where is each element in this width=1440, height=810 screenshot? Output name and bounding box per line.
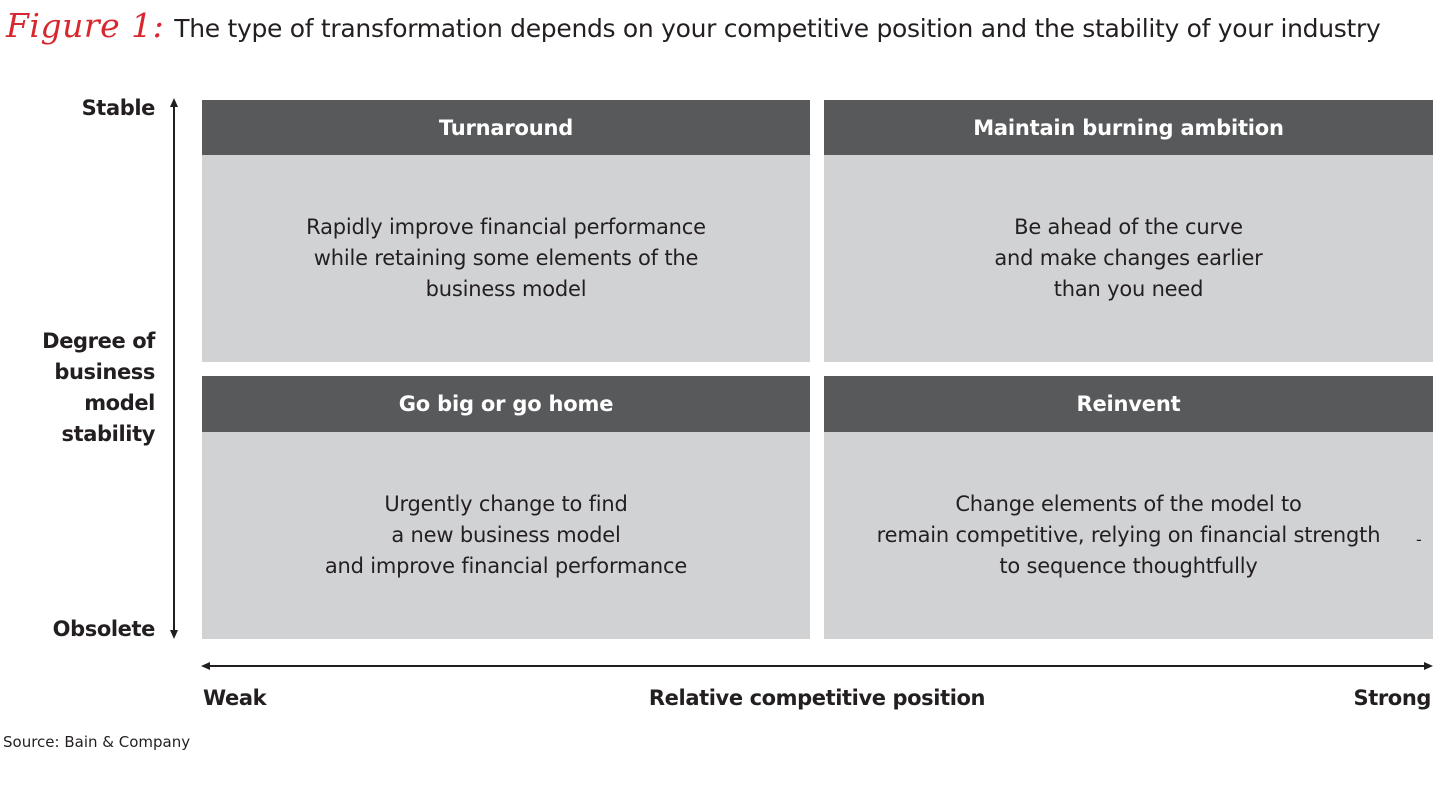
arrow-right-icon: [1424, 662, 1433, 670]
x-axis-right-label: Strong: [1353, 686, 1431, 710]
stray-mark: -: [1416, 530, 1422, 549]
quadrant-title: Reinvent: [824, 376, 1433, 432]
quadrant-text: Change elements of the model to remain c…: [876, 492, 1381, 578]
quadrant-title: Go big or go home: [202, 376, 810, 432]
x-axis-left-label: Weak: [203, 686, 267, 710]
y-axis-title: Degree of business model stability: [42, 329, 155, 446]
quadrant-go-big-or-go-home: Go big or go home Urgently change to fin…: [202, 376, 810, 639]
arrow-down-icon: [170, 630, 178, 639]
quadrant-maintain-burning-ambition: Maintain burning ambition Be ahead of th…: [824, 100, 1433, 362]
quadrant-text: Urgently change to find a new business m…: [324, 492, 688, 578]
figure-label: Figure 1:: [6, 6, 165, 45]
x-axis-line: [208, 665, 1426, 667]
y-axis-line: [173, 106, 175, 632]
source-note: Source: Bain & Company: [3, 733, 191, 751]
quadrant-title: Maintain burning ambition: [824, 100, 1433, 155]
x-axis-title: Relative competitive position: [648, 686, 986, 710]
figure-title-text: The type of transformation depends on yo…: [174, 14, 1381, 43]
y-axis-bottom-label: Obsolete: [52, 617, 156, 641]
y-axis-top-label: Stable: [81, 96, 156, 120]
figure-title: Figure 1: The type of transformation dep…: [6, 6, 1381, 50]
arrow-up-icon: [170, 98, 178, 107]
quadrant-text: Rapidly improve financial performance wh…: [306, 215, 706, 301]
quadrant-turnaround: Turnaround Rapidly improve financial per…: [202, 100, 810, 362]
quadrant-text: Be ahead of the curve and make changes e…: [994, 215, 1263, 301]
quadrant-title: Turnaround: [202, 100, 810, 155]
quadrant-reinvent: Reinvent Change elements of the model to…: [824, 376, 1433, 639]
arrow-left-icon: [201, 662, 210, 670]
